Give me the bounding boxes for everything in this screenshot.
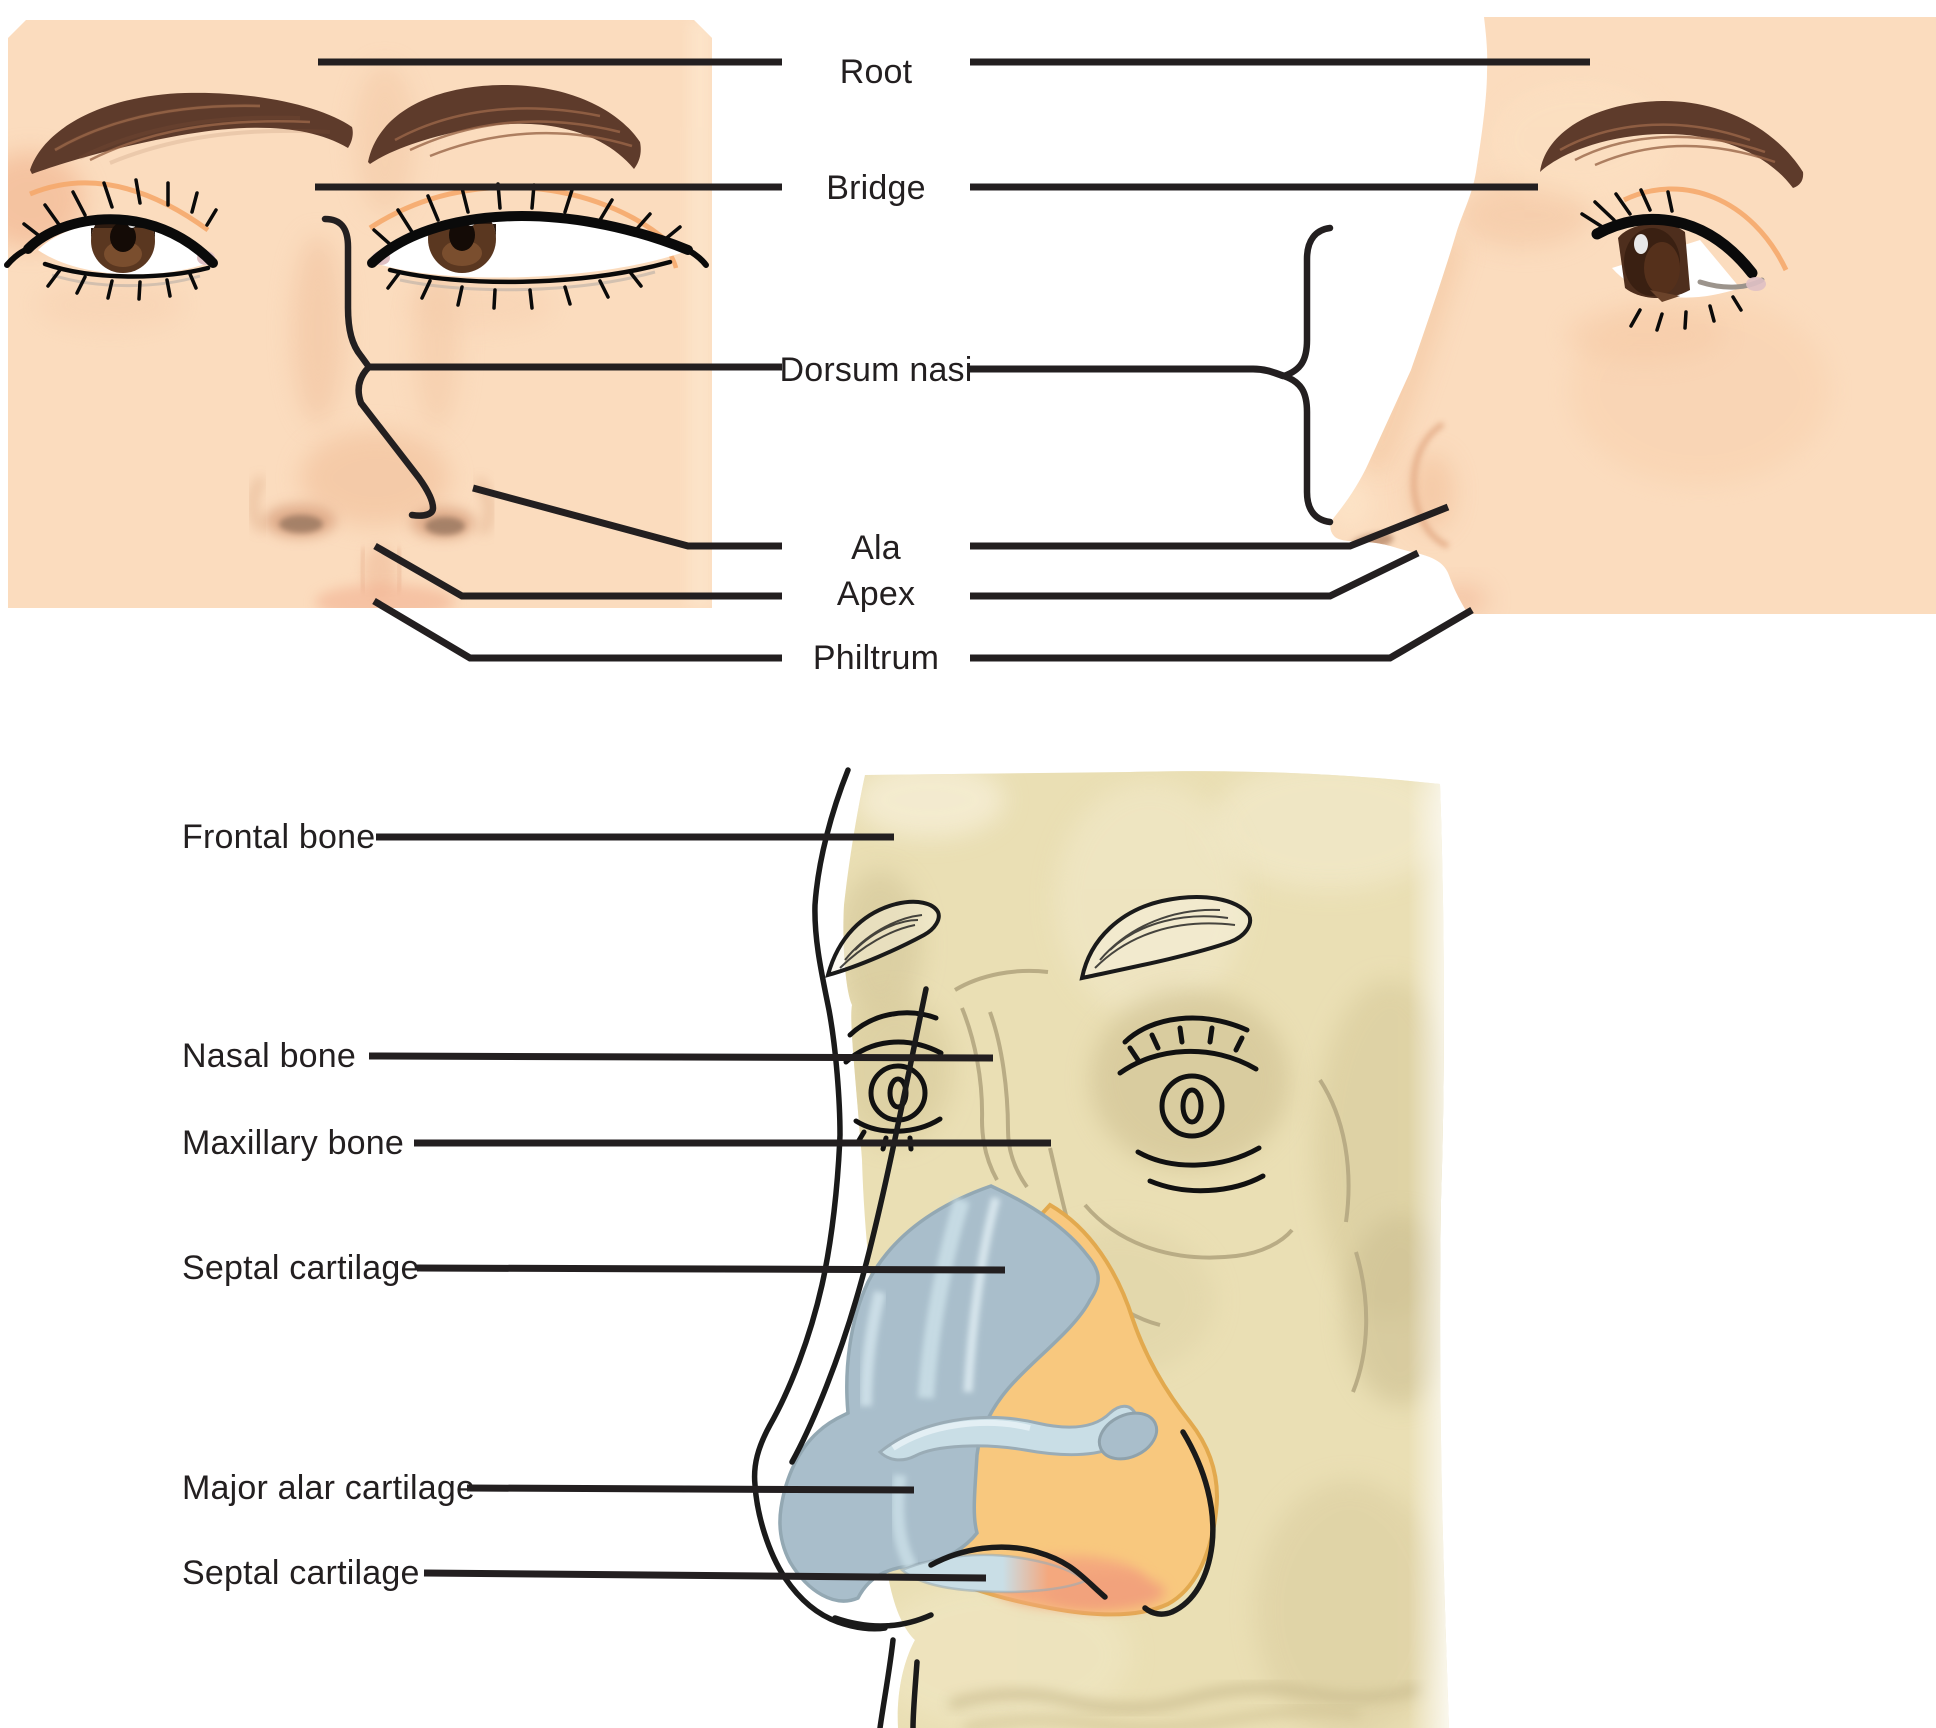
leader-line-apex-right xyxy=(970,549,1420,600)
dorsum-nasi-brace-right xyxy=(1274,224,1334,526)
leader-lines xyxy=(315,58,1590,1582)
leader-line-dorsum-nasi-right xyxy=(970,365,1286,380)
front-face-right-eye xyxy=(367,182,709,310)
profile-face-illustration xyxy=(1274,17,1936,614)
face-outline-curves xyxy=(751,767,1216,1728)
leader-line-ala-right xyxy=(970,503,1450,550)
leader-line-philtrum-right xyxy=(970,606,1474,662)
label-bridge: Bridge xyxy=(826,169,926,207)
label-apex: Apex xyxy=(836,575,916,613)
profile-face-eye xyxy=(1580,186,1789,332)
front-face-left-eye xyxy=(4,178,218,301)
leader-line-nasal-bone xyxy=(368,1052,994,1062)
leader-line-septal-cartilage-lower xyxy=(423,1569,987,1582)
label-septal-cartilage-upper: Septal cartilage xyxy=(182,1249,420,1287)
leader-line-philtrum-left xyxy=(372,597,782,662)
dorsum-nasi-bracket-left xyxy=(321,215,437,519)
label-nasal-bone: Nasal bone xyxy=(182,1037,357,1075)
front-face-eyebrows xyxy=(30,84,641,174)
label-ala: Ala xyxy=(851,529,901,567)
septal-and-alar-cartilage-blue xyxy=(778,1184,1159,1603)
label-maxillary-bone: Maxillary bone xyxy=(182,1124,405,1162)
label-root: Root xyxy=(839,53,913,91)
label-dorsum-nasi: Dorsum nasi xyxy=(779,351,973,389)
label-major-alar-cartilage: Major alar cartilage xyxy=(182,1469,476,1507)
profile-face-eyebrow xyxy=(1540,100,1804,188)
front-face-illustration xyxy=(4,20,712,608)
label-philtrum: Philtrum xyxy=(812,639,940,677)
skull-illustration xyxy=(751,767,1449,1728)
leader-line-septal-cartilage-upper xyxy=(416,1264,1006,1274)
leader-line-apex-left xyxy=(373,542,782,600)
label-septal-cartilage-lower: Septal cartilage xyxy=(182,1554,420,1592)
leader-line-ala-left xyxy=(472,484,782,550)
label-frontal-bone: Frontal bone xyxy=(182,818,376,856)
leader-line-major-alar-cartilage xyxy=(466,1484,915,1494)
